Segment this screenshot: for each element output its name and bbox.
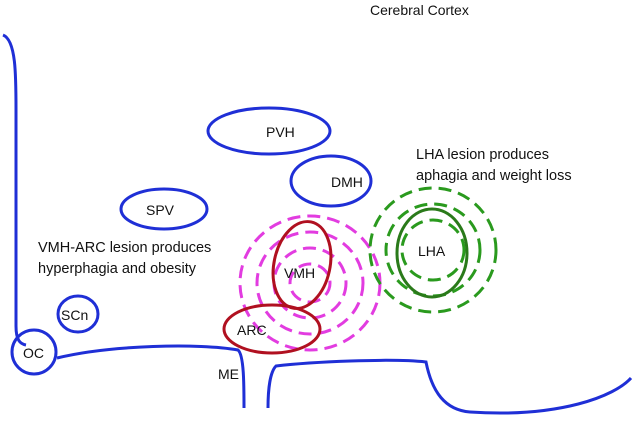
dmh-label: DMH	[331, 174, 363, 190]
spv-label: SPV	[146, 202, 175, 218]
vmh-arc-note-line2: hyperphagia and obesity	[38, 261, 197, 277]
ventral-outline-right	[266, 358, 633, 415]
me-label: ME	[218, 366, 239, 382]
dmh-ellipse	[289, 154, 373, 208]
pvh-ellipse	[206, 106, 332, 156]
lha-ellipse	[395, 207, 469, 299]
vmh-lesion-ring-2	[255, 230, 365, 336]
lha-lesion-ring-3	[400, 218, 466, 282]
arc-ellipse	[222, 303, 322, 355]
lha-label: LHA	[418, 243, 446, 259]
ventral-outline	[56, 344, 246, 409]
cerebral-cortex-title: Cerebral Cortex	[370, 2, 469, 18]
arc-label: ARC	[237, 322, 267, 338]
oc-label: OC	[23, 345, 44, 361]
vmh-lesion-ring-3	[272, 246, 348, 320]
vmh-arc-note-line1: VMH-ARC lesion produces	[38, 240, 211, 256]
lha-lesion-ring-1	[368, 186, 498, 314]
scn-label: SCn	[61, 307, 88, 323]
lha-note-line1: LHA lesion produces	[416, 147, 549, 163]
scn-ellipse	[56, 294, 100, 334]
spv-ellipse	[119, 187, 209, 231]
vmh-label: VMH	[284, 265, 315, 281]
lha-note-line2: aphagia and weight loss	[416, 168, 572, 184]
brain-outline-left	[2, 33, 27, 347]
pvh-label: PVH	[266, 124, 295, 140]
oc-circle	[10, 328, 58, 376]
